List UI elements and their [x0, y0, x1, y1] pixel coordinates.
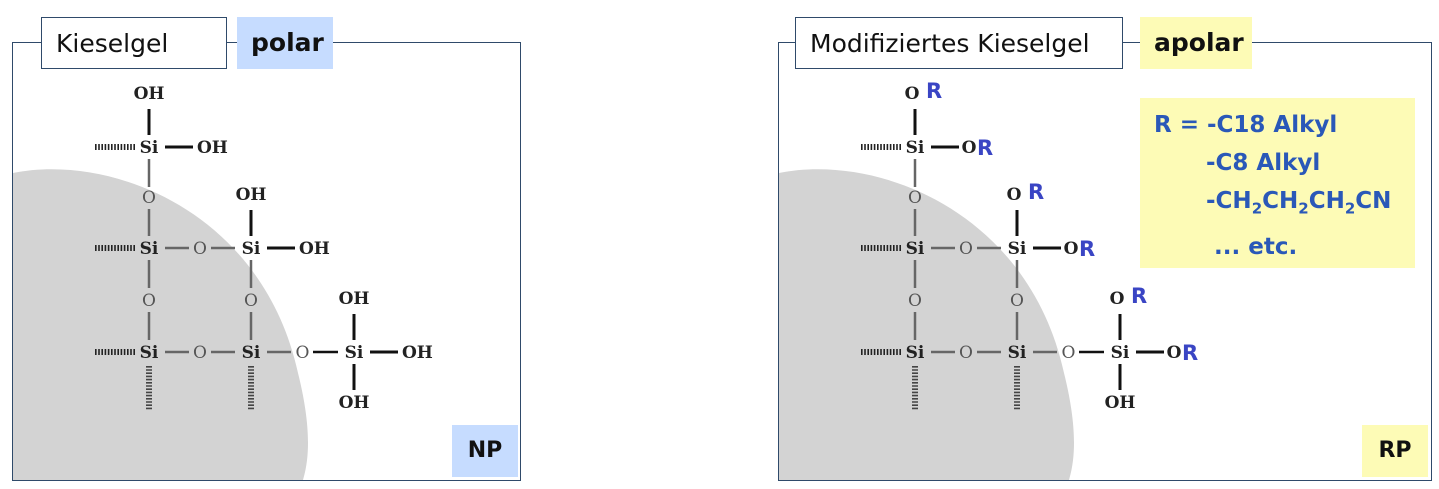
silicon-atom: Si [1008, 239, 1027, 259]
hydroxyl-group: OH [134, 84, 165, 104]
hydroxyl-group: OH [402, 343, 433, 363]
oxygen-label: O [142, 291, 156, 311]
r-group-label: R [1028, 180, 1044, 204]
hydroxyl-group: OH [339, 393, 370, 413]
oxygen-label: O [244, 291, 258, 311]
hydroxyl-group: OH [299, 239, 330, 259]
r-group-label: R [977, 136, 993, 160]
silicon-atom: Si [1008, 343, 1027, 363]
r-group-label: R [1079, 237, 1095, 261]
silicon-atom: Si [1111, 343, 1130, 363]
oxygen-label: O [142, 188, 156, 208]
r-def-line-1: R = -C18 Alkyl [1154, 112, 1338, 138]
oxygen-label: O [1110, 289, 1125, 309]
r-definition-box: R = -C18 Alkyl -C8 Alkyl -CH2CH2CH2CN ..… [1140, 98, 1415, 268]
right-polarity-tag: apolar [1140, 17, 1252, 69]
oxygen-label: O [1167, 343, 1182, 363]
silicon-atom: Si [242, 343, 261, 363]
hydroxyl-group: OH [339, 289, 370, 309]
silica-particle [13, 169, 308, 480]
left-corner-label: NP [452, 425, 518, 477]
silicon-atom: Si [140, 239, 159, 259]
silicon-atom: Si [906, 138, 925, 158]
oxygen-label: O [959, 239, 973, 259]
r-group-label: R [1182, 341, 1198, 365]
hydroxyl-group: OH [197, 138, 228, 158]
oxygen-label: O [1062, 343, 1076, 363]
silicon-atom: Si [906, 343, 925, 363]
oxygen-label: O [962, 138, 977, 158]
silicon-atom: Si [345, 343, 364, 363]
right-corner-label: RP [1362, 425, 1428, 477]
oxygen-label: O [193, 343, 207, 363]
oxygen-label: O [959, 343, 973, 363]
oxygen-label: O [908, 291, 922, 311]
left-polarity-tag: polar [237, 17, 333, 69]
oxygen-label: O [905, 84, 920, 104]
oxygen-label: O [296, 343, 310, 363]
r-group-label: R [1131, 284, 1147, 308]
r-def-line-4: ... etc. [1214, 233, 1298, 260]
silicon-atom: Si [242, 239, 261, 259]
silicon-atom: Si [906, 239, 925, 259]
r-group-label: R [926, 79, 942, 103]
silica-particle [779, 169, 1074, 480]
oxygen-label: O [1064, 239, 1079, 259]
hydroxyl-group: OH [236, 185, 267, 205]
hydroxyl-group: OH [1105, 393, 1136, 413]
r-def-line-2: -C8 Alkyl [1206, 150, 1321, 176]
oxygen-label: O [1007, 185, 1022, 205]
oxygen-label: O [1010, 291, 1024, 311]
left-panel-title: Kieselgel [41, 17, 227, 69]
r-def-line-3: -CH2CH2CH2CN [1206, 188, 1392, 218]
right-panel-title: Modifiziertes Kieselgel [795, 17, 1123, 69]
oxygen-label: O [908, 188, 922, 208]
silicon-atom: Si [140, 343, 159, 363]
oxygen-label: O [193, 239, 207, 259]
silicon-atom: Si [140, 138, 159, 158]
